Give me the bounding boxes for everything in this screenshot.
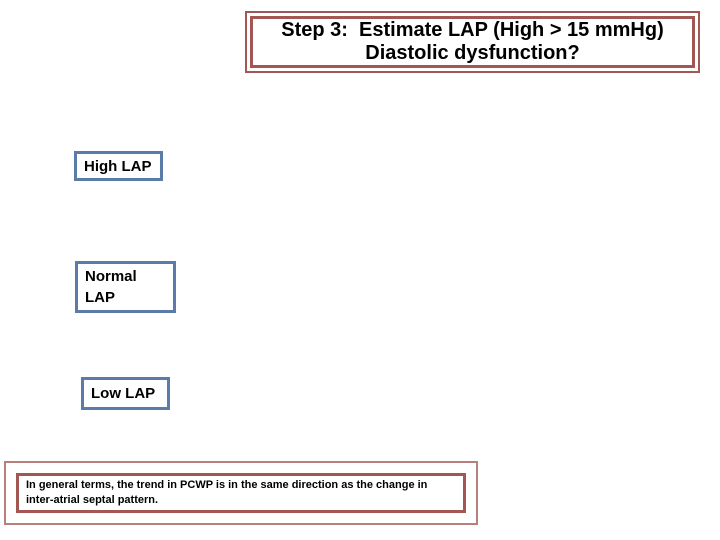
high-lap-box: High LAP <box>74 151 163 181</box>
title-line-2: Diastolic dysfunction? <box>365 42 580 64</box>
title-box: Step 3: Estimate LAP (High > 15 mmHg) Di… <box>245 11 700 73</box>
low-lap-label: Low LAP <box>91 385 156 402</box>
title-line-1: Step 3: Estimate LAP (High > 15 mmHg) <box>281 19 664 41</box>
footnote-line-2: inter-atrial septal pattern. <box>26 494 159 506</box>
low-lap-box: Low LAP <box>81 377 170 410</box>
footnote-line-1: In general terms, the trend in PCWP is i… <box>26 479 428 491</box>
high-lap-label: High LAP <box>84 157 152 175</box>
normal-lap-box: Normal LAP <box>75 261 176 313</box>
footnote-box: In general terms, the trend in PCWP is i… <box>4 461 478 525</box>
normal-lap-label: Normal LAP <box>85 268 137 306</box>
